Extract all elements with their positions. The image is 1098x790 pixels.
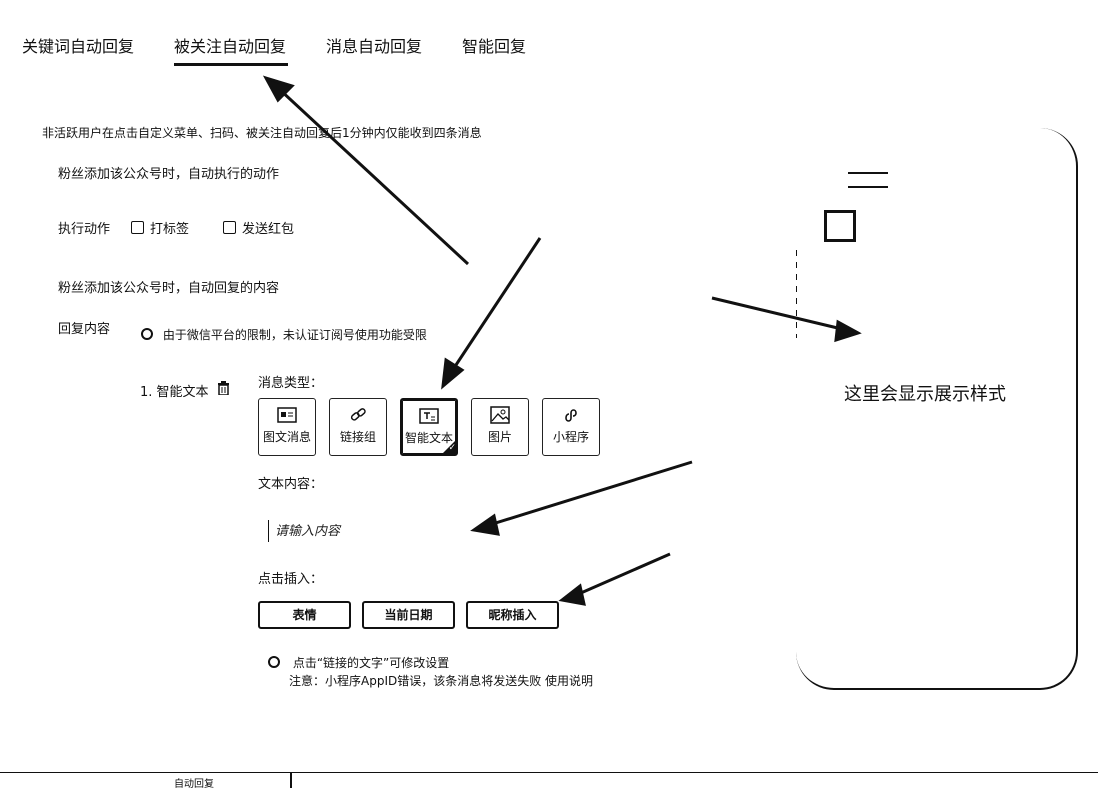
type-article-card[interactable]: 图文消息	[258, 398, 316, 456]
appid-warning: 注意：小程序AppID错误，该条消息将发送失败 使用说明	[289, 674, 594, 688]
smart-text-icon	[419, 408, 439, 424]
tab-keyword-reply[interactable]: 关键词自动回复	[22, 37, 135, 56]
action-label: 执行动作	[58, 222, 111, 237]
checkbox-icon	[131, 221, 144, 234]
type-image-label: 图片	[487, 430, 512, 444]
message-type-label: 消息类型：	[258, 376, 324, 391]
insert-date-button[interactable]: 当前日期	[362, 601, 455, 629]
red-packet-checkbox[interactable]: 发送红包	[223, 218, 294, 237]
text-content-label: 文本内容：	[258, 477, 324, 492]
footer-label: 自动回复	[174, 779, 214, 790]
active-tab-indicator	[174, 63, 288, 66]
link-icon	[350, 408, 366, 421]
reply-content-label: 回复内容	[58, 322, 111, 337]
phone-preview-edge	[796, 250, 797, 338]
footer-divider	[0, 772, 1098, 773]
info-icon	[141, 328, 153, 340]
link-text-hint: 点击“链接的文字”可修改设置	[268, 654, 449, 671]
preview-placeholder-text: 这里会显示展示样式	[844, 384, 1006, 405]
arrow-to-preview	[711, 296, 847, 332]
text-content-placeholder: 请输入内容	[275, 524, 341, 539]
text-content-input[interactable]: 请输入内容	[268, 520, 459, 542]
article-icon	[277, 407, 297, 423]
tab-smart-reply[interactable]: 智能回复	[462, 37, 527, 56]
type-mini-program-label: 小程序	[552, 430, 589, 444]
phone-avatar	[824, 210, 856, 242]
section-auto-action-title: 粉丝添加该公众号时，自动执行的动作	[58, 167, 280, 182]
type-mini-program-card[interactable]: 小程序	[542, 398, 600, 456]
arrow-to-tab	[276, 86, 470, 266]
type-smart-text-label: 智能文本	[404, 431, 453, 445]
image-icon	[490, 406, 510, 424]
trash-icon[interactable]	[217, 381, 230, 395]
section-auto-reply-title: 粉丝添加该公众号时，自动回复的内容	[58, 281, 280, 296]
inactive-user-notice: 非活跃用户在点击自定义菜单、扫码、被关注自动回复后1分钟内仅能收到四条消息	[42, 126, 482, 140]
insert-emoji-button[interactable]: 表情	[258, 601, 351, 629]
tag-checkbox-label: 打标签	[150, 222, 190, 237]
mini-program-icon	[565, 409, 577, 422]
tag-checkbox[interactable]: 打标签	[131, 218, 189, 237]
link-text-hint-text: 点击“链接的文字”可修改设置	[292, 656, 450, 670]
phone-preview-frame	[796, 128, 1078, 690]
arrow-to-insert	[573, 552, 671, 598]
type-smart-text-card[interactable]: 智能文本 ✓	[400, 398, 458, 456]
arrow-to-type	[448, 237, 542, 375]
checkbox-icon	[223, 221, 236, 234]
footer-cursor	[290, 773, 292, 788]
reply-warning: 由于微信平台的限制，未认证订阅号使用功能受限	[141, 326, 427, 343]
tab-follow-reply[interactable]: 被关注自动回复	[174, 37, 287, 56]
arrow-to-input	[485, 460, 693, 528]
type-link-group-label: 链接组	[339, 430, 376, 444]
reply-warning-text: 由于微信平台的限制，未认证订阅号使用功能受限	[162, 328, 427, 342]
red-packet-checkbox-label: 发送红包	[242, 222, 295, 237]
tab-message-reply[interactable]: 消息自动回复	[326, 37, 423, 56]
reply-item-label: 1. 智能文本	[140, 385, 209, 400]
type-image-card[interactable]: 图片	[471, 398, 529, 456]
type-link-group-card[interactable]: 链接组	[329, 398, 387, 456]
selected-check-icon: ✓	[441, 439, 457, 455]
type-article-label: 图文消息	[262, 430, 311, 444]
insert-label: 点击插入：	[258, 572, 324, 587]
info-icon	[268, 656, 280, 668]
insert-nickname-button[interactable]: 昵称插入	[466, 601, 559, 629]
phone-status-bar	[848, 172, 888, 188]
